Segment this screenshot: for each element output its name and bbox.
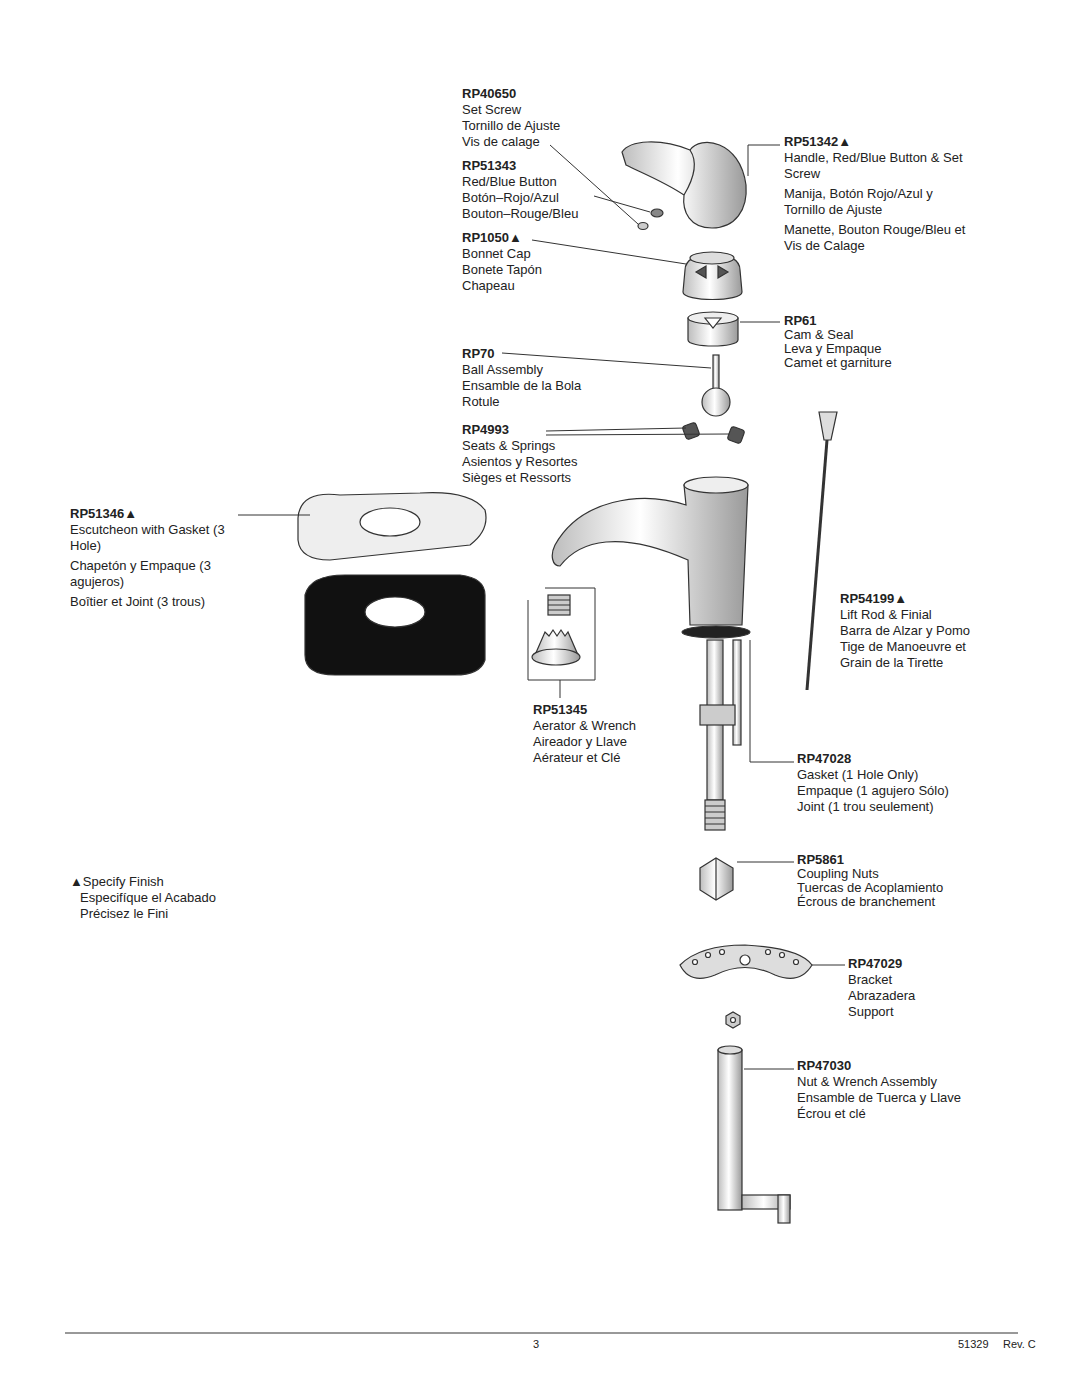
label-block: RP51345Aerator & WrenchAireador y LlaveA… [533,702,693,766]
label-block: RP40650Set ScrewTornillo de AjusteVis de… [462,86,612,150]
label-block: RP4993Seats & SpringsAsientos y Resortes… [462,422,632,486]
part-description: Tuercas de Acoplamiento [797,881,997,895]
page-number: 3 [533,1336,563,1352]
part-description: Coupling Nuts [797,867,997,881]
part-description: Cam & Seal [784,328,954,342]
part-description: Escutcheon with Gasket (3 Hole) [70,522,235,554]
part-description: Red/Blue Button [462,174,612,190]
part-description: Chapeau [462,278,612,294]
part-description: Bouton–Rouge/Bleu [462,206,612,222]
part-description: Asientos y Resortes [462,454,632,470]
finish-note: ▲Specify Finish [70,874,270,890]
label-block: RP5861Coupling NutsTuercas de Acoplamien… [797,853,997,909]
label-block: RP47028Gasket (1 Hole Only)Empaque (1 ag… [797,751,1007,815]
part-description: Barra de Alzar y Pomo [840,623,1000,639]
part-number: RP51345 [533,702,693,718]
label-block: 51329 [958,1336,1003,1352]
part-description: Bracket [848,972,1008,988]
part-number: RP51342▲ [784,134,970,150]
revision: Rev. C [1003,1336,1053,1352]
finish-note: Précisez le Fini [70,906,270,922]
part-number: RP51343 [462,158,612,174]
part-description: Aérateur et Clé [533,750,693,766]
part-description: Aireador y Llave [533,734,693,750]
part-description: Manija, Botón Rojo/Azul y Tornillo de Aj… [784,186,970,218]
part-description: Support [848,1004,1008,1020]
finish-note: Especifíque el Acabado [70,890,270,906]
part-description: Botón–Rojo/Azul [462,190,612,206]
part-description: Boîtier et Joint (3 trous) [70,594,235,610]
part-description: Écrous de branchement [797,895,997,909]
part-description: Tige de Manoeuvre et Grain de la Tirette [840,639,1000,671]
part-description: Chapetón y Empaque (3 agujeros) [70,558,235,590]
label-block: RP61Cam & SealLeva y EmpaqueCamet et gar… [784,314,954,370]
part-description: Bonete Tapón [462,262,612,278]
part-description: Empaque (1 agujero Sólo) [797,783,1007,799]
label-block: Rev. C [1003,1336,1053,1352]
part-description: Ball Assembly [462,362,632,378]
part-description: Leva y Empaque [784,342,954,356]
part-description: Lift Rod & Finial [840,607,1000,623]
part-description: Ensamble de Tuerca y Llave [797,1090,1007,1106]
label-block: ▲Specify FinishEspecifíque el AcabadoPré… [70,874,270,922]
label-block: RP47030Nut & Wrench AssemblyEnsamble de … [797,1058,1007,1122]
part-number: RP40650 [462,86,612,102]
label-block: RP54199▲Lift Rod & FinialBarra de Alzar … [840,591,1000,671]
label-block: RP51343Red/Blue ButtonBotón–Rojo/AzulBou… [462,158,612,222]
leader-lines [65,145,1018,1333]
part-description: Handle, Red/Blue Button & Set Screw [784,150,970,182]
part-description: Abrazadera [848,988,1008,1004]
part-number: RP5861 [797,853,997,867]
part-number: RP47029 [848,956,1008,972]
part-number: RP54199▲ [840,591,1000,607]
part-description: Ensamble de la Bola [462,378,632,394]
part-description: Set Screw [462,102,612,118]
part-description: Bonnet Cap [462,246,612,262]
label-block: RP70Ball AssemblyEnsamble de la BolaRotu… [462,346,632,410]
part-description: Rotule [462,394,632,410]
part-description: Gasket (1 Hole Only) [797,767,1007,783]
part-number: RP4993 [462,422,632,438]
part-description: Vis de calage [462,134,612,150]
part-description: Aerator & Wrench [533,718,693,734]
part-number: RP70 [462,346,632,362]
part-description: Manette, Bouton Rouge/Bleu et Vis de Cal… [784,222,970,254]
part-description: Écrou et clé [797,1106,1007,1122]
part-description: Seats & Springs [462,438,632,454]
part-number: RP1050▲ [462,230,612,246]
label-block: RP1050▲Bonnet CapBonete TapónChapeau [462,230,612,294]
part-description: Camet et garniture [784,356,954,370]
part-number: RP51346▲ [70,506,235,522]
label-block: RP47029BracketAbrazaderaSupport [848,956,1008,1020]
part-number: RP47028 [797,751,1007,767]
part-description: Tornillo de Ajuste [462,118,612,134]
label-block: 3 [533,1336,563,1352]
label-block: RP51346▲Escutcheon with Gasket (3 Hole) C… [70,506,235,610]
part-description: Nut & Wrench Assembly [797,1074,1007,1090]
document-number: 51329 [958,1336,1003,1352]
part-description: Sièges et Ressorts [462,470,632,486]
part-number: RP61 [784,314,954,328]
part-description: Joint (1 trou seulement) [797,799,1007,815]
label-block: RP51342▲Handle, Red/Blue Button & Set Sc… [784,134,970,254]
part-number: RP47030 [797,1058,1007,1074]
